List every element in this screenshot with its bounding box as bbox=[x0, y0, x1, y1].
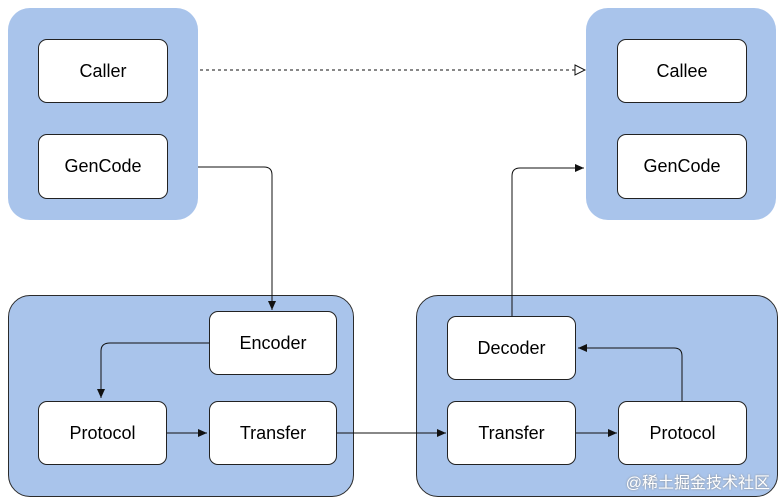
gencode-left-node: GenCode bbox=[38, 134, 168, 199]
encoder-node: Encoder bbox=[209, 311, 337, 375]
protocol-left-node: Protocol bbox=[38, 401, 167, 465]
transfer-left-node: Transfer bbox=[209, 401, 337, 465]
protocol-right-node: Protocol bbox=[618, 401, 747, 465]
edge-gencode-encoder bbox=[198, 166, 276, 310]
callee-node: Callee bbox=[617, 39, 747, 103]
edge-decoder-gencode bbox=[511, 164, 584, 316]
decoder-node: Decoder bbox=[447, 316, 576, 380]
watermark: @稀土掘金技术社区 bbox=[625, 475, 770, 492]
gencode-right-node: GenCode bbox=[617, 134, 747, 199]
transfer-right-node: Transfer bbox=[447, 401, 576, 465]
caller-node: Caller bbox=[38, 39, 168, 103]
